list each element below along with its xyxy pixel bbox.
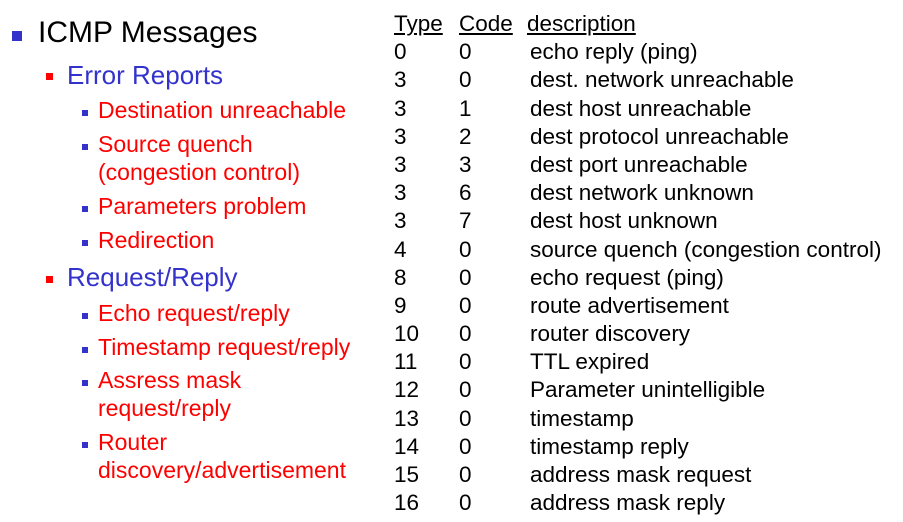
description-cell: echo reply (ping) bbox=[530, 39, 698, 65]
code-cell: 6 bbox=[459, 180, 472, 206]
code-cell: 0 bbox=[459, 377, 472, 403]
type-cell: 12 bbox=[394, 377, 420, 403]
description-cell: dest protocol unreachable bbox=[530, 123, 789, 149]
type-cell: 15 bbox=[394, 462, 420, 487]
code-cell: 3 bbox=[459, 151, 472, 177]
list-item: Redirection bbox=[98, 227, 215, 253]
type-cell: 16 bbox=[394, 490, 420, 516]
column-header-code: Code bbox=[459, 11, 513, 36]
type-cell: 0 bbox=[394, 39, 407, 65]
code-cell: 0 bbox=[459, 490, 472, 516]
code-cell: 0 bbox=[459, 321, 472, 347]
code-cell: 2 bbox=[459, 123, 472, 149]
square-bullet-icon bbox=[82, 313, 88, 319]
type-cell: 14 bbox=[394, 433, 420, 459]
code-cell: 1 bbox=[459, 95, 472, 121]
code-cell: 7 bbox=[459, 208, 472, 234]
list-item-continuation: request/reply bbox=[98, 395, 231, 421]
description-cell: TTL expired bbox=[530, 349, 650, 375]
list-item: Destination unreachable bbox=[98, 97, 347, 123]
square-bullet-icon bbox=[82, 442, 88, 448]
type-cell: 11 bbox=[394, 349, 418, 375]
description-cell: route advertisement bbox=[530, 292, 729, 318]
description-cell: address mask request bbox=[530, 462, 752, 487]
type-cell: 3 bbox=[394, 67, 407, 93]
type-cell: 3 bbox=[394, 208, 407, 234]
list-item: Parameters problem bbox=[98, 193, 307, 219]
code-cell: 0 bbox=[459, 349, 472, 375]
list-item: Source quench bbox=[98, 131, 253, 157]
code-cell: 0 bbox=[459, 39, 472, 65]
description-cell: dest host unreachable bbox=[530, 95, 752, 121]
square-bullet-icon bbox=[82, 110, 88, 116]
list-item: Assress mask bbox=[98, 367, 242, 393]
type-cell: 3 bbox=[394, 95, 407, 121]
code-cell: 0 bbox=[459, 264, 472, 290]
description-cell: Parameter unintelligible bbox=[530, 377, 766, 403]
code-cell: 0 bbox=[459, 462, 472, 487]
description-cell: source quench (congestion control) bbox=[530, 236, 882, 262]
type-cell: 10 bbox=[394, 321, 420, 347]
code-cell: 0 bbox=[459, 405, 472, 431]
square-bullet-icon bbox=[82, 380, 88, 386]
list-item: Timestamp request/reply bbox=[98, 334, 351, 360]
square-bullet-icon bbox=[82, 347, 88, 353]
square-bullet-icon bbox=[82, 206, 88, 212]
description-cell: timestamp bbox=[530, 405, 634, 431]
list-item: Echo request/reply bbox=[98, 300, 290, 326]
code-cell: 0 bbox=[459, 433, 472, 459]
list-item: Router bbox=[98, 429, 168, 455]
type-cell: 3 bbox=[394, 180, 407, 206]
type-cell: 3 bbox=[394, 123, 407, 149]
group-label-error-reports: Error Reports bbox=[67, 60, 224, 90]
column-header-type: Type bbox=[394, 11, 443, 36]
code-cell: 0 bbox=[459, 67, 472, 93]
type-cell: 8 bbox=[394, 264, 407, 290]
description-cell: dest port unreachable bbox=[530, 151, 748, 177]
group-label-request-reply: Request/Reply bbox=[67, 262, 238, 292]
list-item-continuation: (congestion control) bbox=[98, 159, 300, 185]
description-cell: dest network unknown bbox=[530, 180, 754, 206]
code-cell: 0 bbox=[459, 236, 472, 262]
square-bullet-icon bbox=[46, 276, 53, 283]
description-cell: router discovery bbox=[530, 321, 691, 347]
square-bullet-icon bbox=[46, 73, 53, 80]
description-cell: timestamp reply bbox=[530, 433, 689, 459]
type-cell: 4 bbox=[394, 236, 407, 262]
square-bullet-icon bbox=[82, 144, 88, 150]
type-cell: 3 bbox=[394, 151, 407, 177]
type-cell: 9 bbox=[394, 292, 407, 318]
type-cell: 13 bbox=[394, 405, 420, 431]
column-header-description: description bbox=[527, 11, 636, 36]
description-cell: dest. network unreachable bbox=[530, 67, 794, 93]
description-cell: echo request (ping) bbox=[530, 264, 724, 290]
description-cell: dest host unknown bbox=[530, 208, 718, 234]
description-cell: address mask reply bbox=[530, 490, 726, 516]
square-bullet-icon bbox=[82, 240, 88, 246]
list-item-continuation: discovery/advertisement bbox=[98, 457, 346, 483]
outline-title: ICMP Messages bbox=[38, 16, 258, 49]
square-bullet-icon bbox=[12, 31, 22, 41]
code-cell: 0 bbox=[459, 292, 472, 318]
